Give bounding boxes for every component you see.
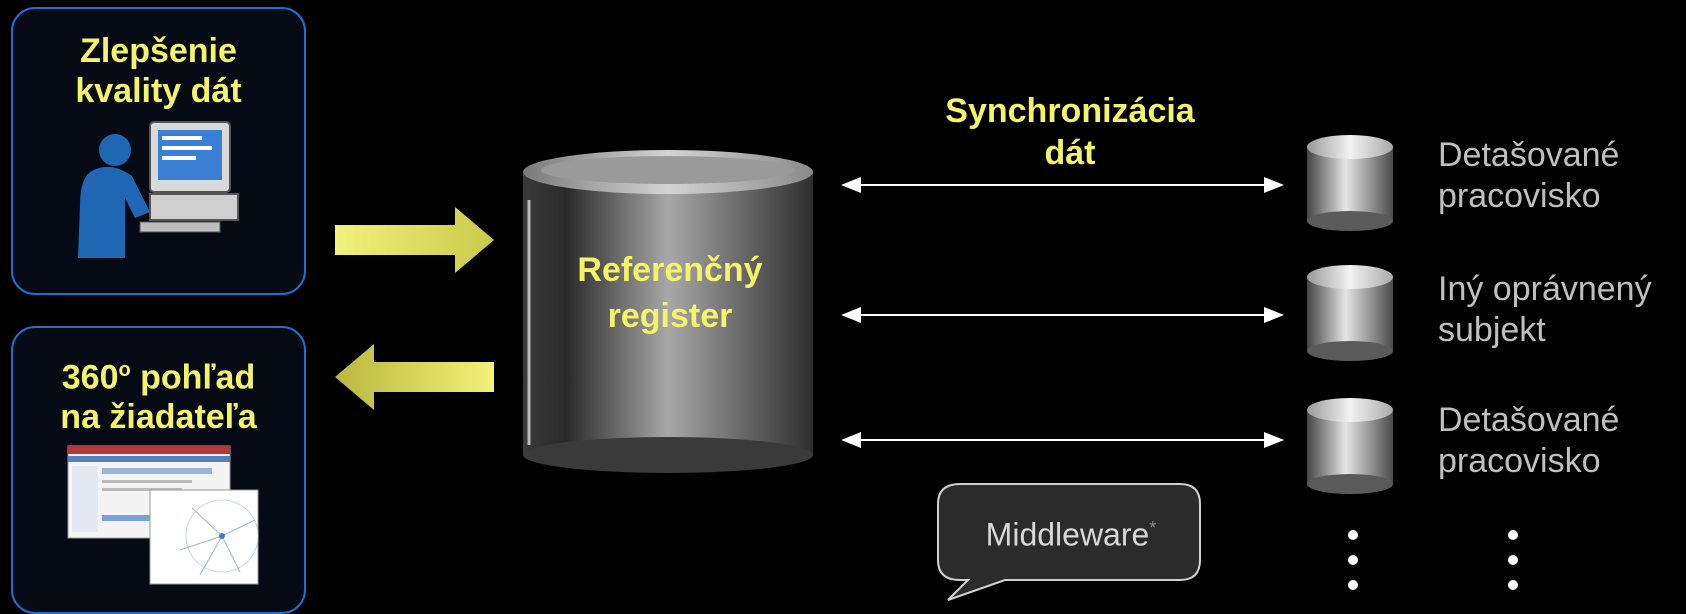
reference-register-label: Referenčný register [520, 247, 820, 339]
target-database-icon [1307, 265, 1393, 361]
arrow-to-register [335, 207, 494, 273]
reference-register-cylinder [523, 150, 813, 473]
sync-label-line1: Synchronizácia [945, 92, 1195, 130]
degree-mark: o [118, 359, 131, 381]
sync-label: Synchronizácia dát [900, 90, 1240, 174]
target-database-icon [1307, 135, 1393, 231]
target-label-2: Iný oprávnený subjekt [1438, 270, 1652, 349]
middleware-bubble [937, 483, 1201, 601]
middleware-text: Middleware [985, 516, 1150, 553]
target-label-1: Detašované pracovisko [1438, 136, 1620, 215]
footnote-mark: * [1149, 518, 1157, 538]
data-quality-title-line2: kvality dát [75, 72, 242, 110]
view-360-title-line2: na žiadateľa [60, 398, 257, 437]
reference-register-label-line2: register [607, 297, 733, 335]
target-database-icon [1307, 398, 1393, 494]
target-label-3: Detašované pracovisko [1438, 401, 1620, 480]
data-quality-title: Zlepšenie kvality dát [13, 31, 304, 111]
more-dots-left [1348, 530, 1358, 590]
application-screenshot-icon [67, 445, 259, 585]
sync-label-line2: dát [1044, 134, 1096, 172]
more-dots-right [1508, 530, 1518, 590]
data-quality-title-line1: Zlepšenie [80, 32, 237, 70]
view-360-title: 360o pohľad na žiadateľa [13, 350, 304, 437]
view-360-title-line1: 360o pohľad [61, 358, 256, 397]
reference-register-label-line1: Referenčný [577, 251, 763, 289]
data-quality-card: Zlepšenie kvality dát [11, 7, 306, 295]
arrow-from-register [335, 344, 494, 410]
middleware-label: Middleware* [936, 508, 1206, 555]
user-at-computer-icon [78, 121, 239, 258]
